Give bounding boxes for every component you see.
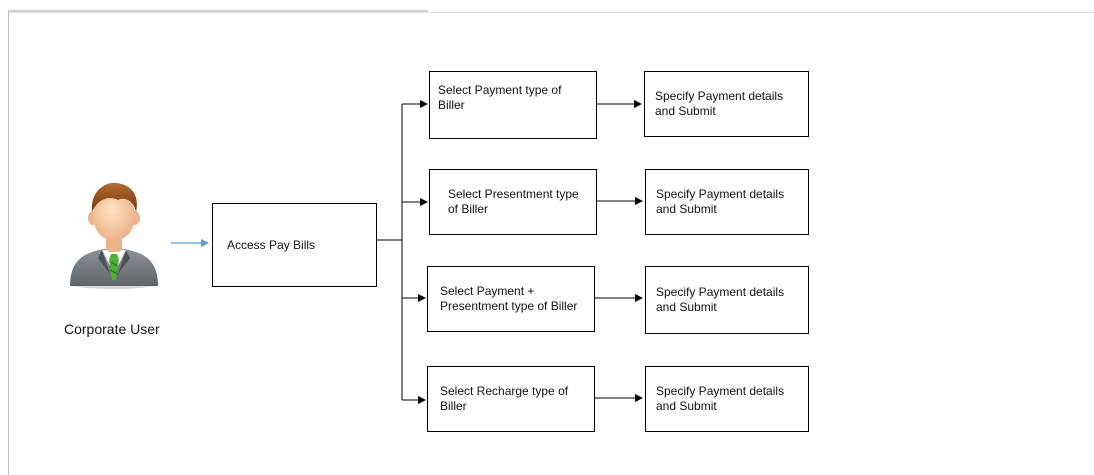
specify-payment-box-4: Specify Payment details and Submit bbox=[645, 366, 809, 432]
specify-payment-label-4: Specify Payment details and Submit bbox=[656, 384, 785, 413]
diagram-frame bbox=[8, 12, 1094, 475]
specify-payment-box-2: Specify Payment details and Submit bbox=[645, 169, 809, 235]
select-recharge-box: Select Recharge type of Biller bbox=[427, 366, 595, 432]
top-border bbox=[8, 10, 428, 12]
access-pay-bills-box: Access Pay Bills bbox=[212, 203, 377, 287]
specify-payment-label-3: Specify Payment details and Submit bbox=[656, 285, 785, 314]
select-presentment-label: Select Presentment type of Biller bbox=[448, 187, 579, 216]
select-payment-presentment-box: Select Payment + Presentment type of Bil… bbox=[427, 266, 595, 332]
actor-label: Corporate User bbox=[64, 321, 160, 337]
select-presentment-box: Select Presentment type of Biller bbox=[429, 169, 597, 235]
select-payment-box: Select Payment type of Biller bbox=[429, 71, 597, 139]
access-pay-bills-label: Access Pay Bills bbox=[227, 237, 316, 252]
select-payment-presentment-label: Select Payment + Presentment type of Bil… bbox=[440, 284, 578, 313]
specify-payment-label-2: Specify Payment details and Submit bbox=[656, 187, 785, 216]
select-payment-label: Select Payment type of Biller bbox=[438, 83, 562, 112]
specify-payment-box-3: Specify Payment details and Submit bbox=[645, 266, 809, 334]
corporate-user-avatar-icon bbox=[70, 182, 158, 289]
specify-payment-box-1: Specify Payment details and Submit bbox=[644, 71, 809, 137]
specify-payment-label-1: Specify Payment details and Submit bbox=[655, 89, 784, 118]
select-recharge-label: Select Recharge type of Biller bbox=[440, 384, 569, 413]
